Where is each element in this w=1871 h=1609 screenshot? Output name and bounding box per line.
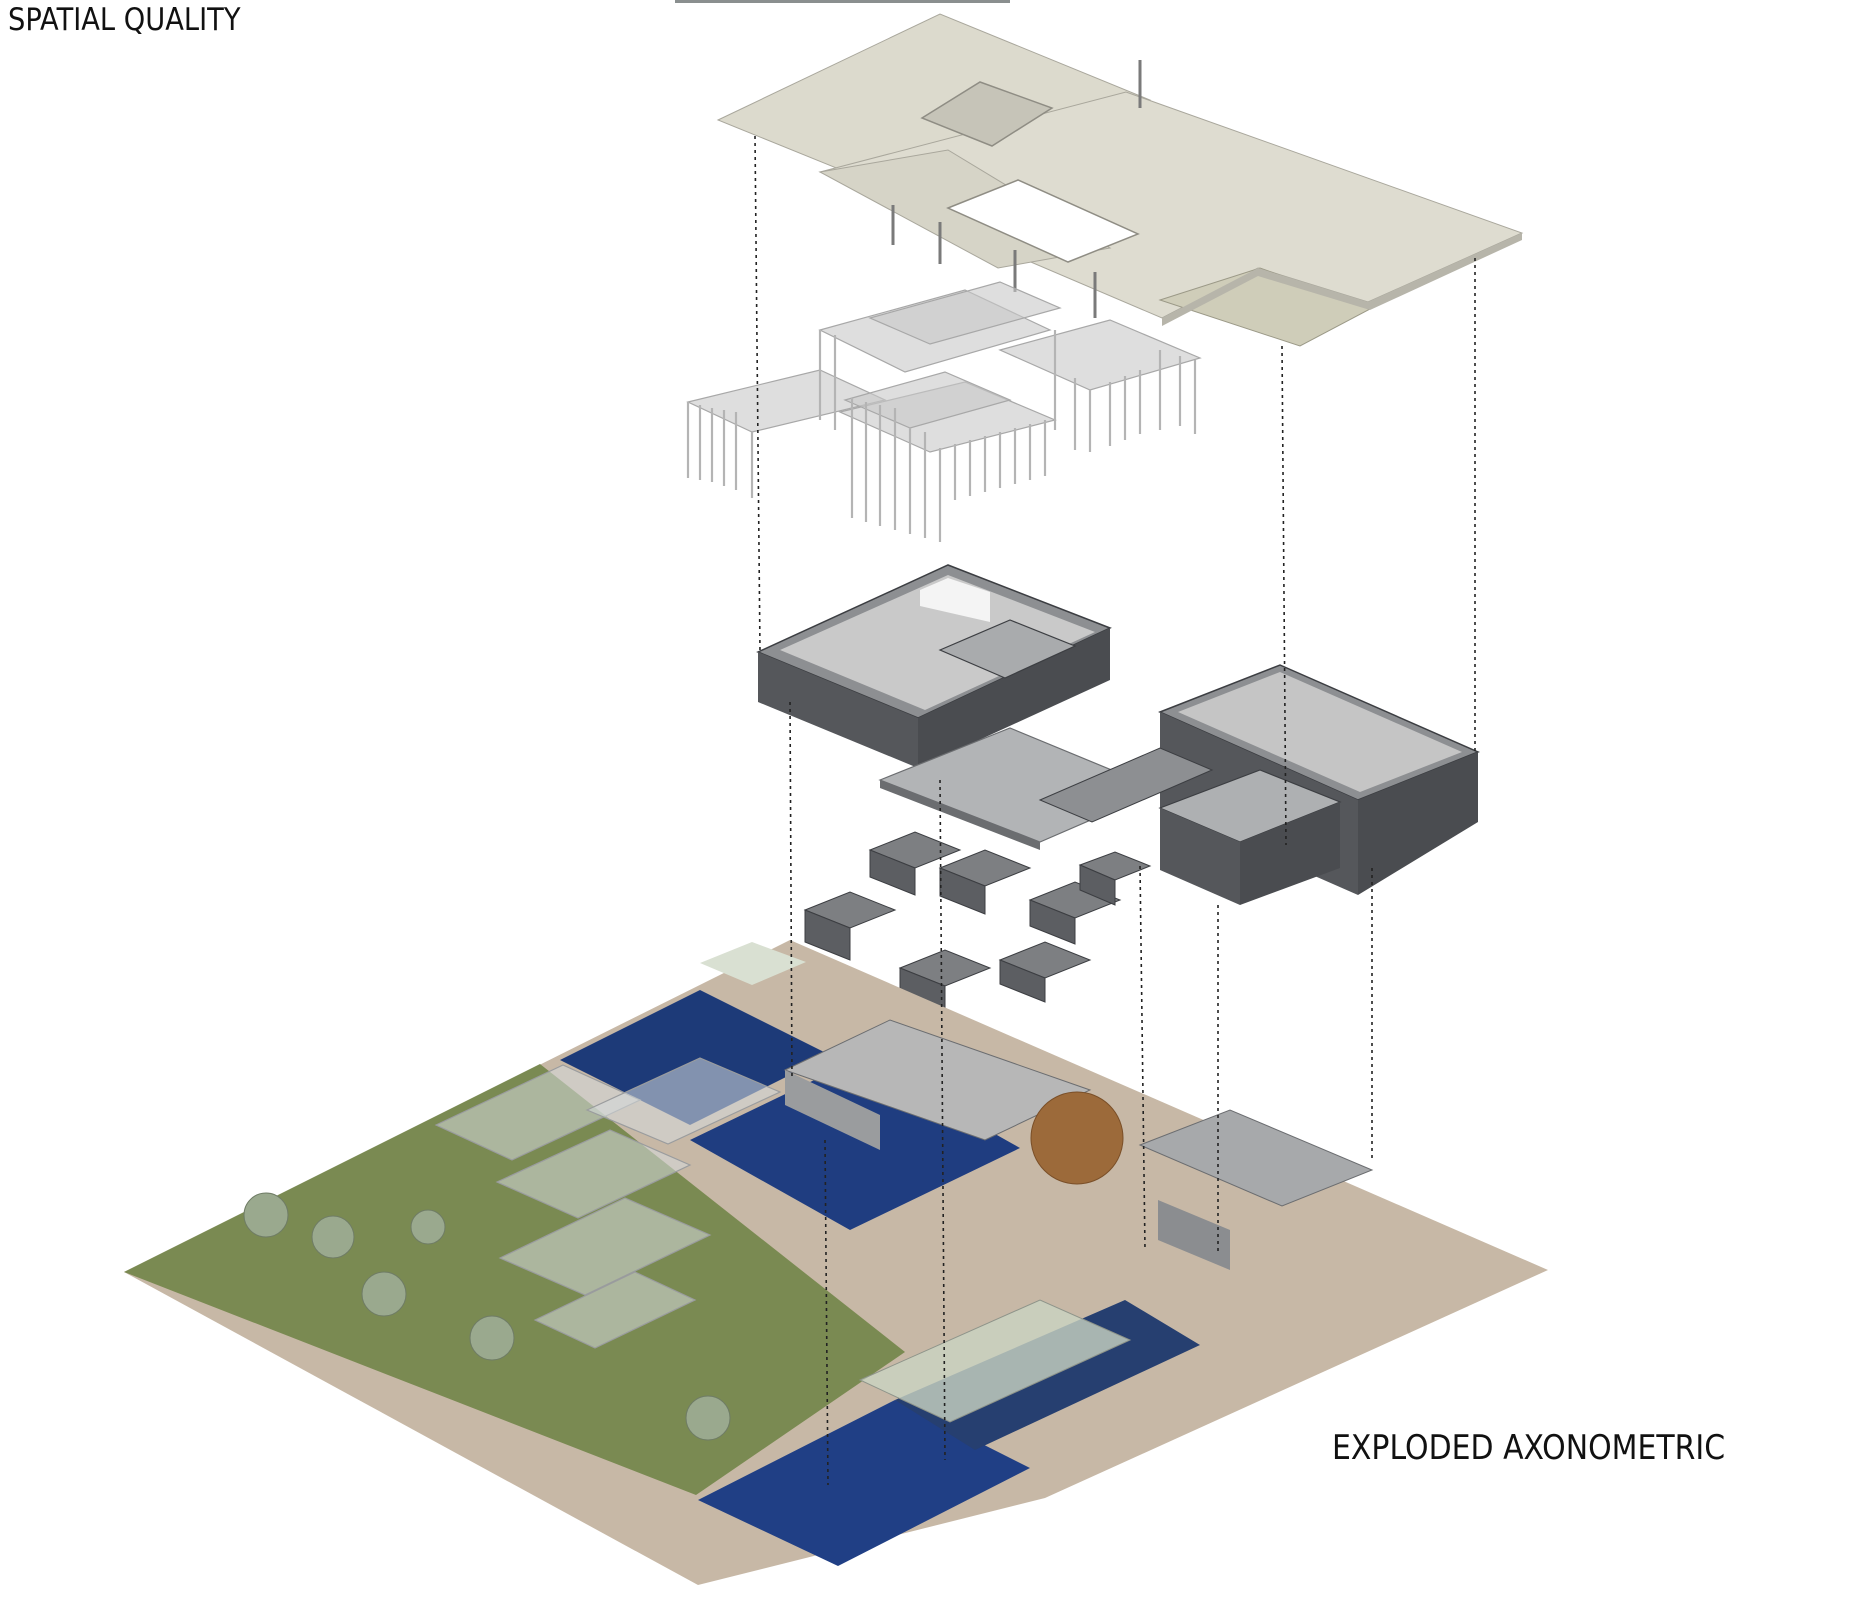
site-right-building-top [1138,1109,1374,1207]
site-pergolas [434,1057,782,1349]
roof-skylight-opening [946,179,1140,263]
site-right-building-front [1158,1200,1230,1270]
pergola-frame-layer [686,281,1202,453]
site-grass [124,1064,905,1495]
roof-slab-layer [716,13,1524,347]
spatial-quality-title: SPATIAL QUALITY [8,2,241,38]
roof-skylight-upper [920,81,1054,147]
upper-building-layer [756,564,1480,905]
site-pale-pad [700,942,806,985]
enclosure-modules-layer [803,831,1152,1013]
upper-left-wall-front [758,652,918,768]
upper-right-wall-side [1358,752,1478,895]
upper-annex-side [1240,802,1340,905]
upper-right-floor [1178,672,1462,792]
site-water-middle [690,1058,1020,1230]
upper-annex-front [1160,808,1240,905]
upper-bridge [1038,747,1214,823]
leader-lines [754,135,1476,1486]
site-lower-glass-pavilion [858,1299,1132,1423]
site-central-building-top [783,1019,1092,1141]
upper-left-wall-side [918,628,1110,768]
roof-columns [891,60,1142,318]
upper-gallery-front [880,780,1040,850]
upper-glass-opening [920,578,990,622]
site-autumn-tree [1030,1091,1124,1185]
pergola-posts [686,330,1197,542]
exploded-axonometric-caption: EXPLODED AXONOMETRIC [1332,1428,1726,1468]
upper-inner-room [938,619,1077,679]
site-trees [243,1192,731,1441]
site-central-building-front [785,1070,880,1150]
top-edge-fragment [675,0,1010,3]
site-water-lower [698,1400,1030,1566]
upper-left-floor [780,575,1095,710]
ground-site-layer [124,940,1548,1585]
